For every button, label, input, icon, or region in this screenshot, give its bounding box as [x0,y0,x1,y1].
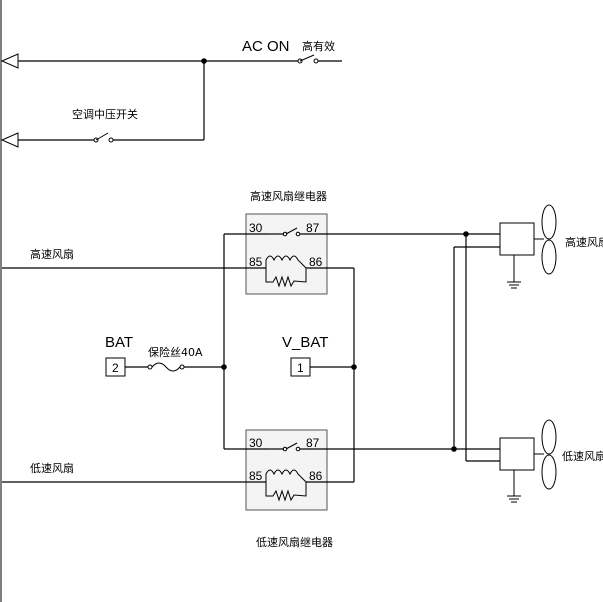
low-relay-coil-icon [265,469,307,502]
bat-label: BAT [105,334,133,351]
ground-icon [507,495,521,503]
v-bat-label: V_BAT [282,334,328,351]
low-speed-fan-icon [541,419,557,490]
high-speed-fan-right-label: 高速风扇 [565,235,603,249]
low-speed-fan-motor [499,437,544,471]
high-active-label: 高有效 [302,39,335,53]
high-speed-fan-motor [499,222,544,256]
low-relay-pin-30: 30 [249,436,263,450]
low-speed-fan-right-label: 低速风扇 [562,449,603,463]
low-speed-fan-relay-label: 低速风扇继电器 [256,535,333,549]
ac-on-switch [297,54,319,64]
high-speed-fan-left-label: 高速风扇 [30,247,74,261]
low-relay-pin-87: 87 [306,436,320,450]
high-relay-pin-87: 87 [306,221,320,235]
high-speed-fan-icon [541,204,557,275]
fuse-label: 保险丝40A [148,345,203,359]
ac-mid-pressure-switch-label: 空调中压开关 [72,107,138,121]
low-relay-pin-86: 86 [309,469,323,483]
high-relay-pin-86: 86 [309,255,323,269]
high-speed-fan-relay-label: 高速风扇继电器 [250,189,327,203]
high-relay-pin-30: 30 [249,221,263,235]
low-speed-fan-left-label: 低速风扇 [30,461,74,475]
fuse-icon [147,362,185,372]
ac-on-arrow-icon [0,53,19,69]
high-relay-coil-icon [265,255,307,288]
ground-icon [507,281,521,289]
low-relay-pin-85: 85 [249,469,263,483]
ac-on-label: AC ON [242,38,290,55]
bat-pin-number: 2 [112,361,119,375]
v-bat-pin-number: 1 [297,361,304,375]
high-relay-pin-85: 85 [249,255,263,269]
pressure-switch-arrow-icon [0,132,19,148]
pressure-switch-contact [93,132,114,143]
